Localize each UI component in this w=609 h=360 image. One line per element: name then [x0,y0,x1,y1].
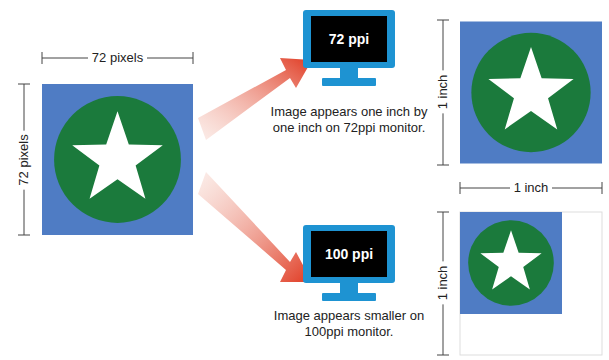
monitor-screen: 72 ppiImage appears one inch by one inch… [311,16,387,62]
inch-area [460,212,602,355]
screen-label: 72 ppi [329,31,369,47]
dimension-lines [18,20,602,355]
dimension-label: 1 inch [435,71,451,114]
screen-label: 100 ppi [325,246,373,262]
result-image-100ppi [460,212,562,314]
dimension-label: 72 pixels [88,50,147,66]
monitor [303,10,395,86]
dimension-label: 1 inch [435,262,451,305]
result-image-72ppi [460,22,602,164]
dimension-label: 1 inch [510,180,553,196]
caption-text: Image appears smaller on 100ppi monitor. [264,308,434,340]
monitor-screen: 100 ppiImage appears smaller on 100ppi m… [311,231,387,277]
source-image [42,84,193,235]
monitor [303,225,395,301]
dimension-label: 72 pixels [16,130,32,189]
arrow-down [198,172,312,282]
caption-text: Image appears one inch by one inch on 72… [264,104,434,136]
